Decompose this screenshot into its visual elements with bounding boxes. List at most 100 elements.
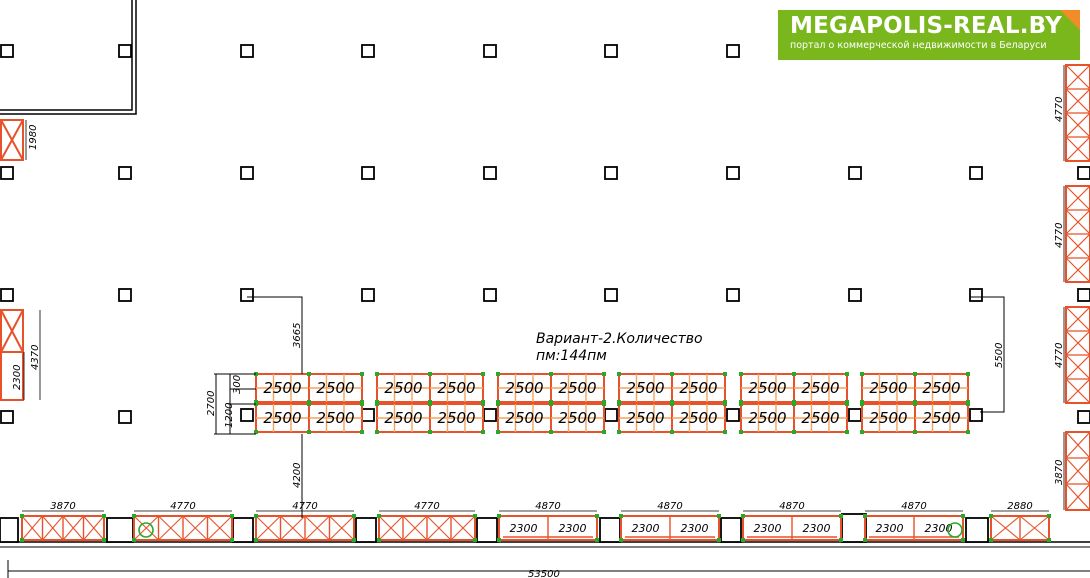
rack-bay: 2500 [670,402,727,434]
rack-node [549,372,553,376]
central-rack-rows: 2500 2500 2500 2500 2500 2500 2500 2500 2500 2500… [254,372,970,434]
rack-node [102,514,106,518]
rack-node [860,430,864,434]
bay-label: 2500 [626,379,664,397]
rack-node [619,538,623,542]
rack-node [132,538,136,542]
bay-label: 2500 [316,379,354,397]
bay-label-2300: 2300 [876,522,904,535]
bay-label-2300: 2300 [510,522,538,535]
rack-bay-cross [1065,88,1090,114]
dim-4770-right-a: 4770 [1054,97,1065,122]
rack-node [254,538,258,542]
variant-note-line2: пм:144пм [536,348,607,364]
rack-bay: 2500 [307,402,364,434]
dim-53500: 53500 [528,569,560,578]
rack-bay: 2500 [254,372,311,404]
dim-4370: 4370 [30,345,41,370]
rack-node [723,372,727,376]
rack-node [307,402,311,406]
rack-node [549,402,553,406]
bay-label: 2500 [384,409,422,427]
door-swing-marker [138,522,154,538]
rack-bay-cross [1065,378,1090,404]
bottom-dim-label: 4770 [170,501,195,512]
rack-bay-cross [1065,233,1090,259]
bay-label: 2500 [922,379,960,397]
rack-node [595,514,599,518]
bay-label: 2500 [437,379,475,397]
bottom-rack-segment: 4870 2300 2300 [863,501,965,542]
rack-node [670,402,674,406]
rack-node [377,514,381,518]
rack-bay: 2500 [617,402,674,434]
rack-node [473,514,477,518]
rack-bay: 2500 [496,372,553,404]
megapolis-logo[interactable]: MEGAPOLIS-REAL.BY портал о коммерческой … [778,10,1080,60]
rack-bay: 2500 [913,402,970,434]
bay-label: 2500 [922,409,960,427]
rack-bay-cross [1065,185,1090,211]
bottom-rack-segment: 4870 2300 2300 [497,501,599,542]
rack-bay-cross [1065,483,1090,511]
logo-brand-text: MEGAPOLIS-REAL.BY [790,13,1062,39]
bay-label: 2500 [558,409,596,427]
rack-node [602,402,606,406]
dim-5500: 5500 [994,343,1005,368]
rack-bay-cross [1065,457,1090,485]
bay-label: 2500 [505,409,543,427]
bay-label: 2500 [801,409,839,427]
bay-label-2300: 2300 [754,522,782,535]
bottom-dim-label: 4870 [779,501,804,512]
bottom-dim-label: 4870 [901,501,926,512]
rack-node [845,402,849,406]
bottom-rack-segment: 3870 [20,501,106,542]
rack-bay: 2500 [307,372,364,404]
rack-node [595,538,599,542]
dim-4770-right-c: 4770 [1054,343,1065,368]
bay-label: 2500 [869,379,907,397]
rack-node [481,430,485,434]
bay-label: 2500 [801,379,839,397]
rack-node [717,514,721,518]
bay-label-2300: 2300 [925,522,953,535]
rack-node [254,514,258,518]
bay-label: 2500 [505,379,543,397]
rack-node [132,514,136,518]
rack-bay: 2500 [375,402,432,434]
bay-label: 2500 [316,409,354,427]
rack-node [839,514,843,518]
bottom-rack-segment: 2880 [989,501,1051,542]
rack-node [739,430,743,434]
rack-node [717,538,721,542]
rack-bay-cross [1065,330,1090,356]
bay-label: 2500 [626,409,664,427]
dim-1980: 1980 [28,125,39,150]
rack-bay-cross [1065,209,1090,235]
rack-bay: 2500 [860,372,917,404]
bottom-dim-label: 4870 [535,501,560,512]
rack-node [20,538,24,542]
bay-label-2300: 2300 [559,522,587,535]
bay-label: 2500 [384,379,422,397]
rack-bay: 2500 [549,372,606,404]
rack-node [497,538,501,542]
rack-node [739,372,743,376]
rack-bay-cross [1065,64,1090,90]
rack-node [602,430,606,434]
rack-bay-cross [1065,354,1090,380]
logo-corner-accent [1060,10,1080,30]
rack-node [860,372,864,376]
dim-3665: 3665 [292,323,303,348]
rack-node [602,372,606,376]
bay-label: 2500 [263,379,301,397]
rack-node [473,538,477,542]
bay-label: 2500 [748,409,786,427]
rack-node [497,514,501,518]
rack-node [913,372,917,376]
rack-node [845,372,849,376]
bay-label-2300: 2300 [632,522,660,535]
